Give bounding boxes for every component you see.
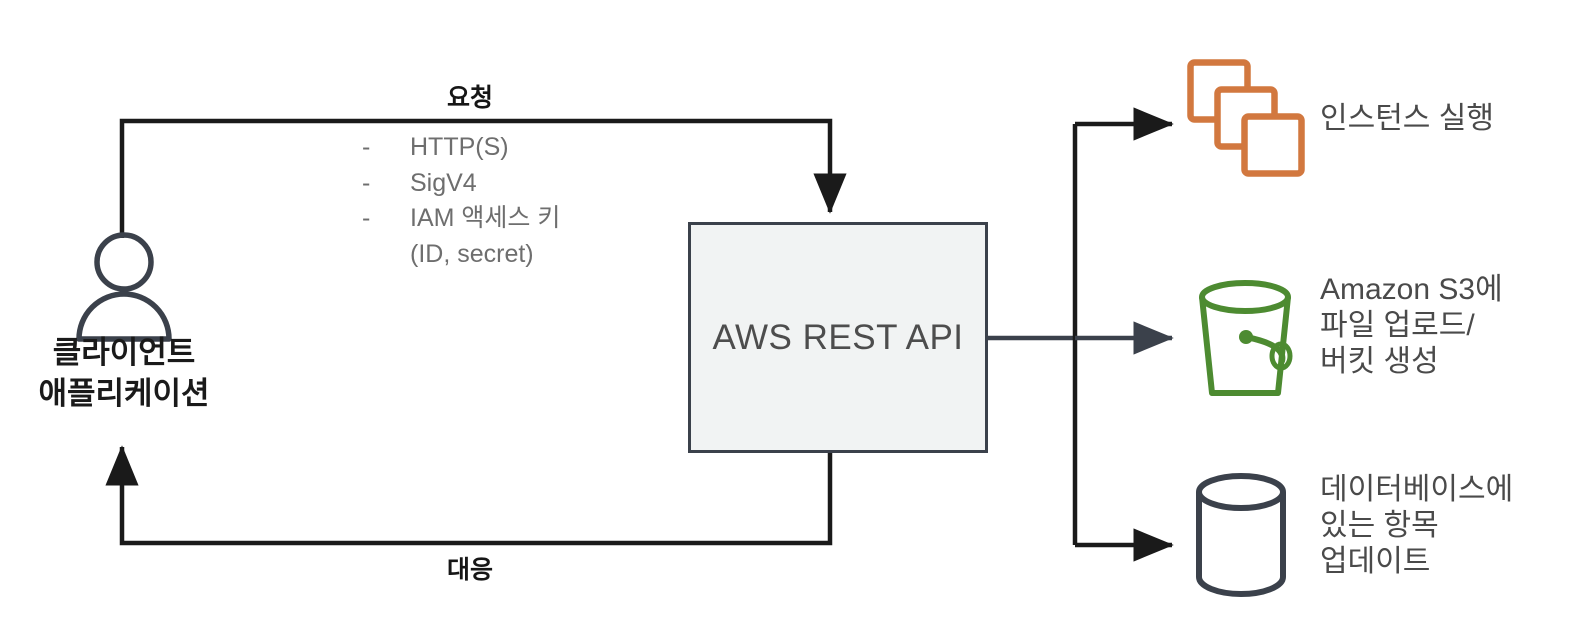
s3-label-line2: 파일 업로드/ [1320, 309, 1475, 342]
s3-label-line1: Amazon S3에 [1320, 273, 1503, 306]
db-label-line1: 데이터베이스에 [1320, 473, 1514, 506]
bullet-text: HTTP(S) [410, 133, 509, 161]
person-icon [76, 232, 172, 342]
db-label-line3: 업데이트 [1320, 545, 1431, 578]
bullet-subnote: (ID, secret) [410, 239, 534, 268]
instances-icon [1187, 59, 1305, 177]
database-target-label: 데이터베이스에 있는 항목 업데이트 [1320, 472, 1513, 580]
client-label: 클라이언트 애플리케이션 [0, 333, 248, 415]
ec2-target-label: 인스턴스 실행 [1320, 101, 1494, 137]
database-cylinder-icon [1196, 473, 1286, 597]
request-title: 요청 [446, 84, 493, 112]
client-label-line2: 애플리케이션 [38, 375, 210, 411]
list-item: - HTTP(S) [362, 130, 560, 166]
s3-label-line3: 버킷 생성 [1320, 345, 1439, 378]
bucket-icon [1199, 280, 1293, 396]
aws-rest-api-box: AWS REST API [688, 222, 988, 453]
bullet-text: SigV4 [410, 168, 477, 197]
s3-target-label: Amazon S3에 파일 업로드/ 버킷 생성 [1320, 272, 1503, 380]
db-label-line2: 있는 항목 [1320, 509, 1439, 542]
ec2-label-line1: 인스턴스 실행 [1320, 102, 1494, 135]
request-bullet-list: - HTTP(S) - SigV4 - IAM 액세스 키 (ID, secre… [362, 130, 560, 272]
bullet-marker: - [362, 204, 371, 232]
bullet-text: IAM 액세스 키 [410, 204, 561, 232]
response-path [105, 445, 833, 546]
client-label-line1: 클라이언트 [52, 335, 196, 370]
aws-rest-api-label: AWS REST API [712, 317, 964, 357]
bullet-marker: - [362, 168, 371, 197]
list-item: - IAM 액세스 키 [362, 201, 560, 237]
response-title: 대응 [446, 556, 493, 584]
bullet-marker: - [362, 133, 371, 161]
list-item: - SigV4 [362, 166, 560, 202]
request-path [119, 118, 847, 238]
